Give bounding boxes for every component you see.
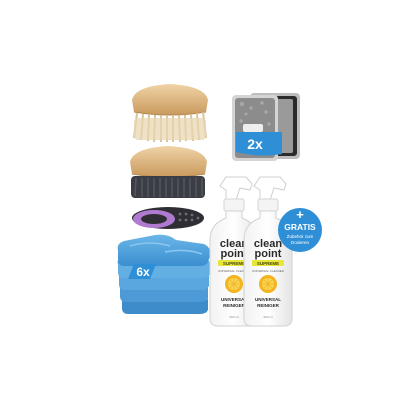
bottle-1-product-line1: UNIVERSAL [221,297,247,302]
spray-bottle-2: clean point SUPREME UNIVERSAL CLEANER UN… [243,176,293,327]
gratis-title: GRATIS [284,222,316,232]
gratis-line1: Zubehör zum [287,234,314,239]
cloths-count-badge: 6x [136,265,150,279]
bottle-1-edition: SUPREME [223,261,245,266]
bottle-2-subline: UNIVERSAL CLEANER [252,269,285,273]
light-bristle-brush [132,84,208,143]
bottle-2-edition: SUPREME [257,261,279,266]
cleaning-pads: 2x [232,93,300,161]
gratis-plus-icon: + [296,207,304,222]
bottle-2-volume: 500 ml [263,315,272,319]
bottle-1-subline: UNIVERSAL CLEANER [218,269,251,273]
bottle-1-volume: 500 ml [229,315,238,319]
gratis-line2: Dosieren [291,240,310,245]
bottle-2-brand-line2: point [255,248,282,260]
bottle-2-product-line1: UNIVERSAL [255,297,281,302]
pads-count-badge: 2x [247,136,263,152]
bottle-2-brand-line1: clean [254,238,282,250]
bottle-1-brand-line1: clean [220,238,248,250]
microfiber-cloths: 6x [117,234,211,314]
dark-bristle-brush [130,146,207,198]
gratis-badge: + GRATIS Zubehör zum Dosieren [278,207,322,252]
bottle-2-product-line2: REINIGER [257,303,280,308]
bottle-1-product-line2: REINIGER [223,303,246,308]
bottle-1-brand-line2: point [221,248,248,260]
purple-handle-brush [132,207,204,229]
